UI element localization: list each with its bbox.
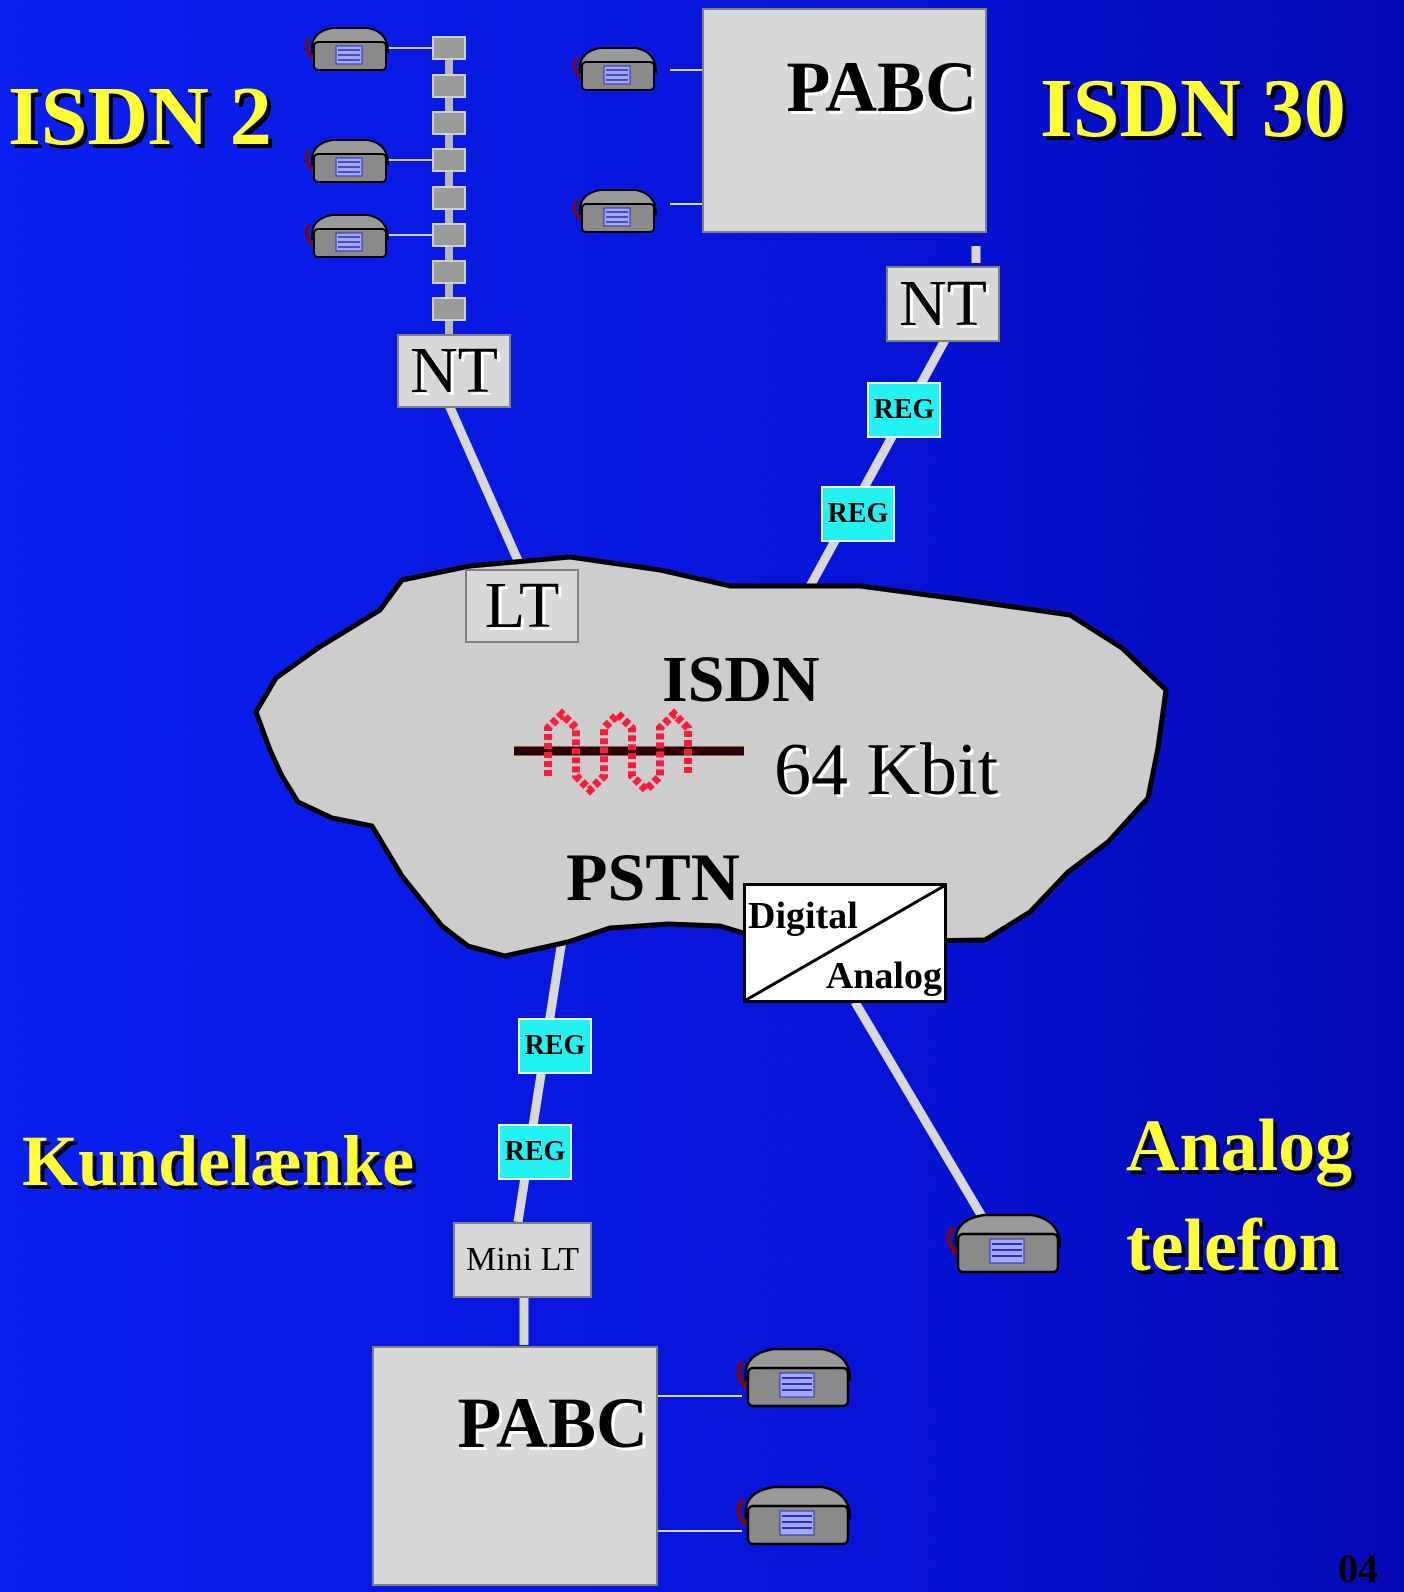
bus-connector-icon xyxy=(432,111,466,135)
telephone-icon xyxy=(304,26,390,72)
reg-box: REG xyxy=(867,382,941,438)
telephone-icon xyxy=(736,1347,852,1408)
nt-left-label: NT xyxy=(410,334,498,407)
converter-diagonal xyxy=(746,886,944,1000)
telephone-icon xyxy=(736,1485,852,1546)
bus-connector-icon xyxy=(432,186,466,210)
telephone-icon xyxy=(572,188,658,234)
reg-box: REG xyxy=(498,1124,572,1180)
telephone-icon xyxy=(304,138,390,184)
bus-connector-icon xyxy=(432,36,466,60)
analog-telefon-label-line1: Analog xyxy=(1126,1105,1353,1187)
signal-wave-icon xyxy=(514,708,744,796)
telephone-icon xyxy=(304,213,390,259)
pabc-bottom-label: PABC xyxy=(457,1383,648,1463)
digital-analog-converter: Digital Analog xyxy=(743,883,947,1003)
page-number: 04 xyxy=(1338,1546,1378,1591)
pabc-top: PABC xyxy=(702,8,987,233)
s-bus xyxy=(388,36,466,335)
bus-connector-icon xyxy=(432,297,466,321)
nt-right-label: NT xyxy=(899,267,987,340)
isdn2-label: ISDN 2 xyxy=(8,70,272,163)
connection-lines xyxy=(444,246,994,1345)
nt-left: NT xyxy=(397,334,511,408)
bus-connector-icon xyxy=(432,148,466,172)
cloud-pstn-label: PSTN xyxy=(566,839,740,915)
telephone-icon xyxy=(572,46,658,92)
kundelaenke-label: Kundelænke xyxy=(22,1121,415,1201)
bus-connector-icon xyxy=(432,74,466,98)
mini-lt-label: Mini LT xyxy=(465,1241,580,1278)
bus-connector-icon xyxy=(432,223,466,247)
reg-box: REG xyxy=(518,1018,592,1074)
bus-connector-icon xyxy=(432,260,466,284)
isdn30-label: ISDN 30 xyxy=(1040,62,1346,155)
pabc-bottom: PABC xyxy=(372,1346,658,1586)
mini-lt-box: Mini LT xyxy=(453,1222,592,1298)
lt-box: LT xyxy=(465,569,579,643)
telephone-icon xyxy=(946,1213,1062,1274)
reg-box: REG xyxy=(821,486,895,542)
lt-label: LT xyxy=(484,569,560,642)
isdn-pstn-network-cloud xyxy=(253,554,1169,959)
pabc-top-label: PABC xyxy=(786,47,977,127)
nt-right: NT xyxy=(886,266,1000,342)
analog-telefon-label-line2: telefon xyxy=(1126,1205,1340,1287)
converter-digital-label: Digital xyxy=(748,895,858,937)
cloud-rate-label: 64 Kbit xyxy=(774,729,999,811)
converter-analog-label: Analog xyxy=(825,955,942,997)
cloud-isdn-label: ISDN xyxy=(662,643,820,716)
